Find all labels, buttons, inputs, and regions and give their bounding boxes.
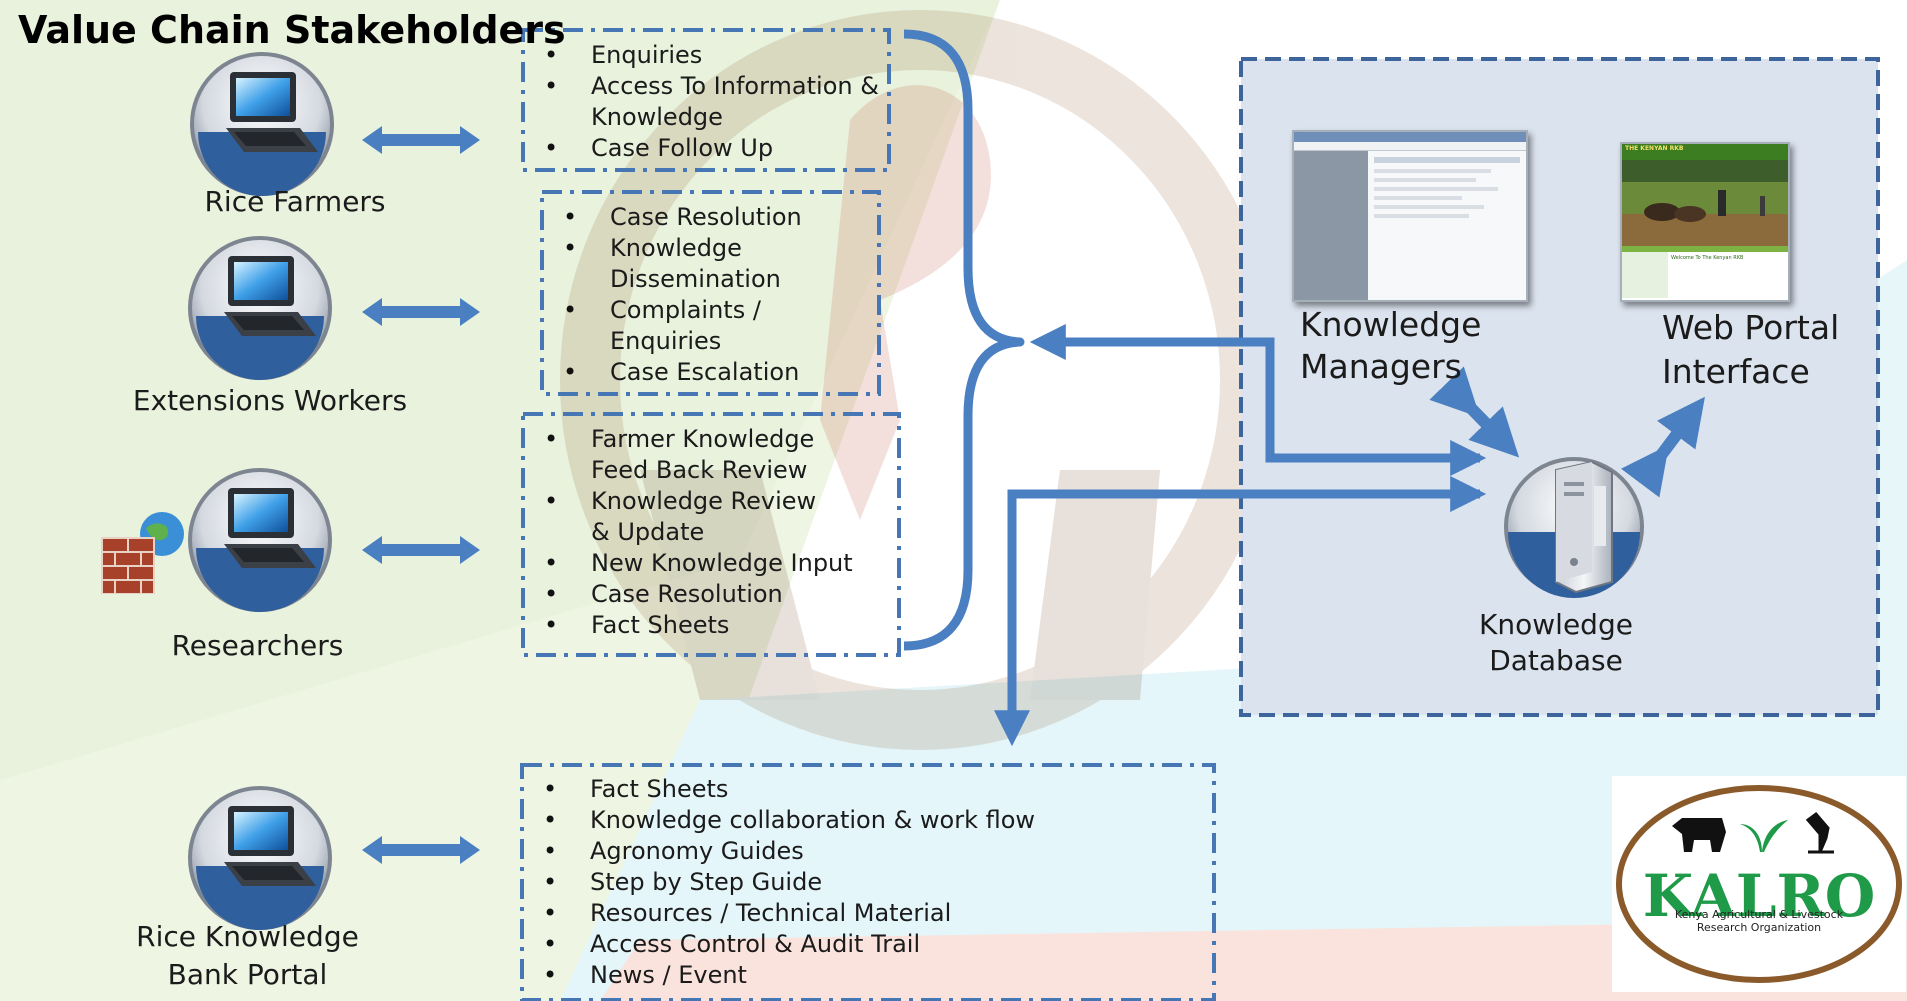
stakeholder-label-rice-farmers: Rice Farmers	[204, 185, 386, 218]
list-item: Case Follow Up	[524, 133, 884, 164]
extension-functions-list: Case Resolution Knowledge Dissemination …	[543, 202, 873, 388]
laptop-icon	[188, 786, 332, 930]
list-item: Farmer Knowledge Feed Back Review	[524, 424, 841, 486]
diagram-title: Value Chain Stakeholders	[18, 8, 566, 52]
kalro-wordmark: KALRO	[1643, 862, 1876, 930]
kalro-logo: KALRO Kenya Agricultural & Livestock Res…	[1612, 776, 1906, 992]
list-item: Knowledge Review & Update	[524, 486, 841, 548]
researcher-functions-list: Farmer Knowledge Feed Back Review Knowle…	[524, 424, 889, 641]
farmers-functions-list: Enquiries Access To Information & Knowle…	[524, 40, 884, 164]
web-portal-label: Web Portal Interface	[1662, 308, 1840, 391]
web-portal-screenshot: THE KENYAN RKB Welcome To The Kenyan RKB	[1620, 142, 1790, 302]
list-item: Enquiries	[524, 40, 884, 71]
firewall-globe-icon	[101, 512, 184, 594]
list-item: Case Resolution	[524, 579, 889, 610]
list-item: Knowledge collaboration & work flow	[523, 805, 1203, 836]
list-item: Complaints / Enquiries	[543, 295, 770, 357]
kalro-emblem: KALRO	[1616, 785, 1902, 983]
list-item: Case Escalation	[543, 357, 873, 388]
list-item: Step by Step Guide	[523, 867, 1203, 898]
laptop-icon	[188, 236, 332, 380]
stakeholder-label-researchers: Researchers	[171, 629, 344, 662]
portal-functions-list: Fact Sheets Knowledge collaboration & wo…	[523, 774, 1203, 991]
field-photo	[1622, 160, 1788, 246]
laptop-icon	[190, 52, 334, 196]
list-item: Fact Sheets	[523, 774, 1203, 805]
list-item: Fact Sheets	[524, 610, 889, 641]
list-item: Access To Information & Knowledge	[524, 71, 884, 133]
list-item: New Knowledge Input	[524, 548, 889, 579]
knowledge-manager-screenshot	[1292, 130, 1528, 302]
kalro-tagline: Kenya Agricultural & Livestock Research …	[1674, 908, 1844, 934]
list-item: Access Control & Audit Trail	[523, 929, 1203, 960]
list-item: Case Resolution	[543, 202, 873, 233]
list-item: News / Event	[523, 960, 1203, 991]
server-icon	[1504, 457, 1644, 598]
list-item: Agronomy Guides	[523, 836, 1203, 867]
list-item: Knowledge Dissemination	[543, 233, 781, 295]
stakeholder-label-portal: Rice Knowledge Bank Portal	[136, 920, 359, 991]
list-item: Resources / Technical Material	[523, 898, 1203, 929]
knowledge-database-label: Knowledge Database	[1479, 608, 1633, 677]
laptop-icon	[188, 468, 332, 612]
knowledge-managers-label: Knowledge Managers	[1300, 305, 1482, 386]
stakeholder-label-extension-workers: Extensions Workers	[132, 384, 408, 417]
